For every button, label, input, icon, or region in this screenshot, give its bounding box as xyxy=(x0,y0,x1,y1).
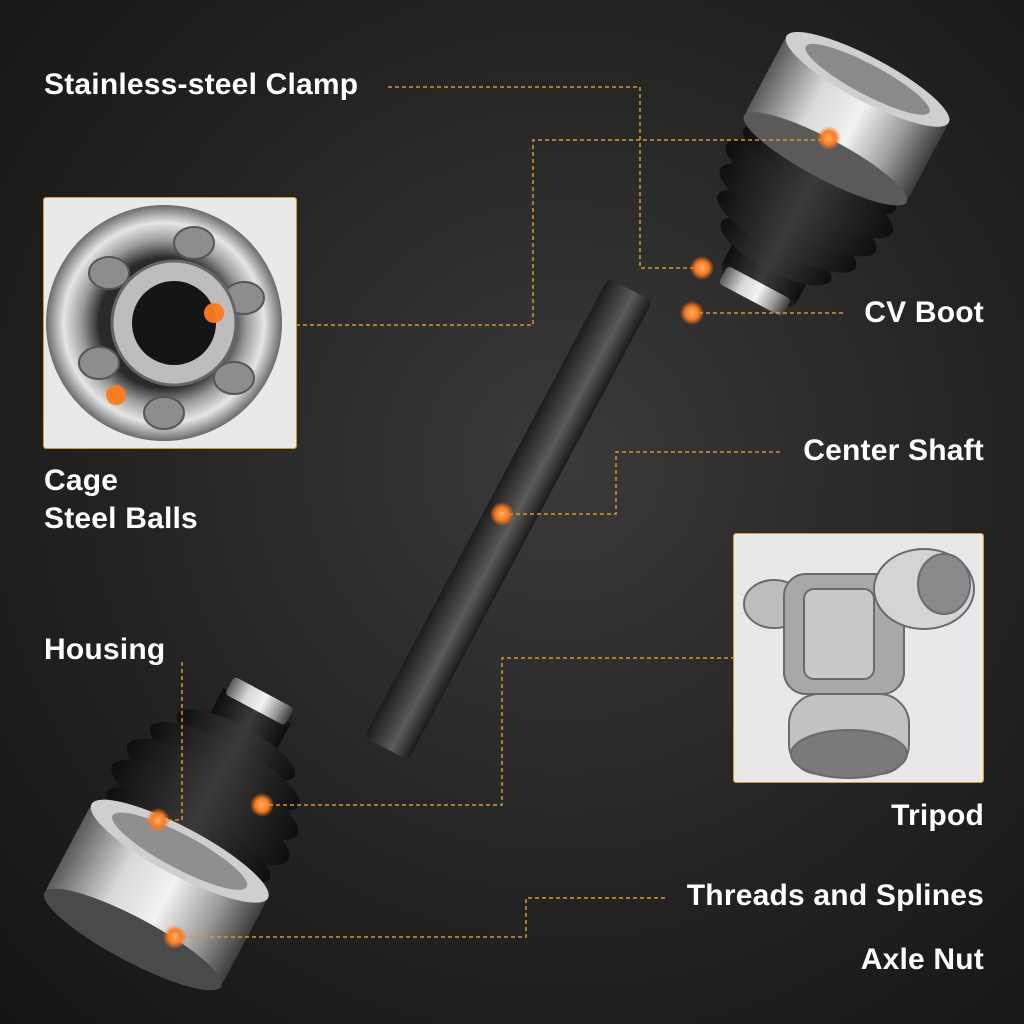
label-stainless-steel-clamp: Stainless-steel Clamp xyxy=(44,68,359,101)
marker-steel-balls xyxy=(106,385,126,405)
label-tripod: Tripod xyxy=(891,799,984,832)
marker-threads xyxy=(163,925,187,949)
label-center-shaft: Center Shaft xyxy=(803,434,984,467)
label-cv-boot: CV Boot xyxy=(864,296,984,329)
marker-upper-housing xyxy=(817,126,841,150)
label-steel-balls: Steel Balls xyxy=(44,502,198,535)
cage-inset-photo xyxy=(43,197,297,449)
leader-tripod xyxy=(262,657,734,806)
upper-cv-boot xyxy=(717,124,897,307)
leader-lines xyxy=(158,86,845,938)
leader-clamp xyxy=(388,86,700,269)
marker-housing xyxy=(146,808,170,832)
tripod-inset-photo xyxy=(733,533,984,783)
lower-clamp xyxy=(226,677,293,725)
label-threads-and-splines: Threads and Splines xyxy=(686,879,984,912)
upper-housing xyxy=(743,32,950,206)
marker-center-shaft xyxy=(490,502,514,526)
label-axle-nut: Axle Nut xyxy=(860,943,984,976)
label-housing: Housing xyxy=(44,633,166,666)
upper-cv-joint xyxy=(717,32,950,316)
marker-cv-boot xyxy=(680,301,704,325)
upper-clamp xyxy=(719,266,790,316)
leader-cage xyxy=(296,139,826,326)
lower-housing xyxy=(43,799,269,991)
marker-clamp xyxy=(690,256,714,280)
marker-cage xyxy=(204,303,224,323)
leader-housing xyxy=(158,662,183,821)
leader-center-shaft xyxy=(502,451,780,515)
lower-cv-joint xyxy=(43,677,300,991)
label-cage: Cage xyxy=(44,464,119,497)
marker-tripod xyxy=(250,793,274,817)
leader-threads xyxy=(175,897,665,938)
markers xyxy=(146,126,841,949)
